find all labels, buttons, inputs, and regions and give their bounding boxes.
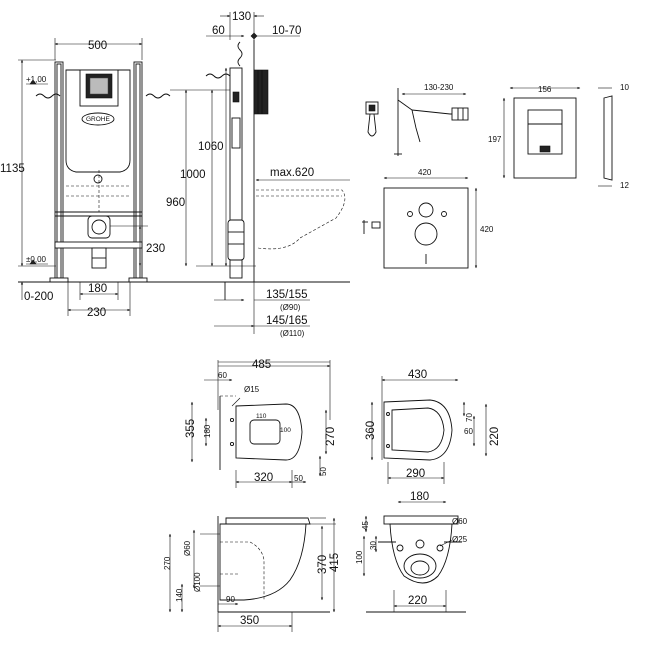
dim-960: 960 <box>166 197 185 209</box>
dim-12: 12 <box>620 181 629 190</box>
dim-220-seat: 220 <box>489 427 501 446</box>
dim-50-bottom: 50 <box>294 474 303 483</box>
dim-d100-side: Ø100 <box>193 572 202 592</box>
dim-90-side: 90 <box>226 595 235 604</box>
dim-290: 290 <box>406 468 425 480</box>
dim-30-back: 30 <box>369 541 378 550</box>
dim-220-back: 220 <box>408 595 427 607</box>
dim-max620: max.620 <box>270 167 314 179</box>
dim-350: 350 <box>240 615 259 627</box>
dim-10-70: 10-70 <box>272 25 301 37</box>
dim-370: 370 <box>317 555 329 574</box>
dim-d15: Ø15 <box>244 385 260 394</box>
dim-d110: (Ø110) <box>280 329 305 338</box>
dim-60: 60 <box>212 25 225 37</box>
dim-270-side: 270 <box>163 556 172 570</box>
dim-pad-420-w: 420 <box>418 168 432 177</box>
flush-plate-details: 130-230 156 197 10 12 420 <box>362 83 629 269</box>
brand-logo: GROHE <box>86 116 111 123</box>
dim-height-1135: 1135 <box>0 163 25 175</box>
dim-70: 70 <box>465 413 474 422</box>
dim-pad-420-h: 420 <box>480 225 494 234</box>
dim-180: 180 <box>88 283 107 295</box>
dim-130: 130 <box>232 11 251 23</box>
dim-430: 430 <box>408 369 427 381</box>
dim-1060: 1060 <box>198 141 224 153</box>
dim-135-155: 135/155 <box>266 289 308 301</box>
dim-270-top: 270 <box>325 427 337 446</box>
dim-230-side: 230 <box>146 243 165 255</box>
dim-130-230: 130-230 <box>424 83 454 92</box>
dim-230-bottom: 230 <box>87 307 106 319</box>
dim-d25-back: Ø25 <box>452 535 468 544</box>
level-bottom: ±0,00 <box>26 255 47 264</box>
dim-180-back: 180 <box>410 491 429 503</box>
dim-d90: (Ø90) <box>280 303 301 312</box>
dim-145-165: 145/165 <box>266 315 308 327</box>
dim-60-top: 60 <box>218 371 227 380</box>
dim-d60-side: Ø60 <box>183 540 192 556</box>
dim-485: 485 <box>252 359 271 371</box>
dim-156: 156 <box>538 85 552 94</box>
dim-10: 10 <box>620 83 629 92</box>
dim-width-500: 500 <box>88 40 107 52</box>
level-top: +1,00 <box>26 75 47 84</box>
dim-180-top: 180 <box>203 424 212 438</box>
dim-320: 320 <box>254 472 273 484</box>
dim-adjust-0-200: 0-200 <box>24 291 53 303</box>
dim-110: 110 <box>256 413 267 420</box>
dim-1000: 1000 <box>180 169 206 181</box>
bowl-side-view: Ø60 Ø100 270 140 370 415 90 350 <box>163 516 341 632</box>
dim-100: 100 <box>280 427 291 434</box>
dim-355: 355 <box>185 419 197 438</box>
bowl-back-view: 180 Ø60 Ø25 45 30 100 220 <box>355 491 468 613</box>
dim-d60-back: Ø60 <box>452 517 468 526</box>
seat-top-view: 430 360 70 60 220 290 <box>365 369 501 484</box>
dim-45-back: 45 <box>361 521 370 530</box>
dim-415: 415 <box>329 553 341 572</box>
dim-50-top: 50 <box>319 467 328 476</box>
dim-140-side: 140 <box>175 588 184 602</box>
frame-side-view: 130 60 10-70 max.620 1060 1000 960 <box>166 11 350 338</box>
dim-360: 360 <box>365 421 377 440</box>
bowl-top-view: 485 60 Ø15 110 100 355 180 270 50 320 50 <box>185 359 337 488</box>
frame-front-view: 500 GROHE 1135 <box>0 38 196 319</box>
dim-100-back: 100 <box>355 550 364 564</box>
dim-197: 197 <box>488 135 502 144</box>
dim-60-seat: 60 <box>464 427 473 436</box>
